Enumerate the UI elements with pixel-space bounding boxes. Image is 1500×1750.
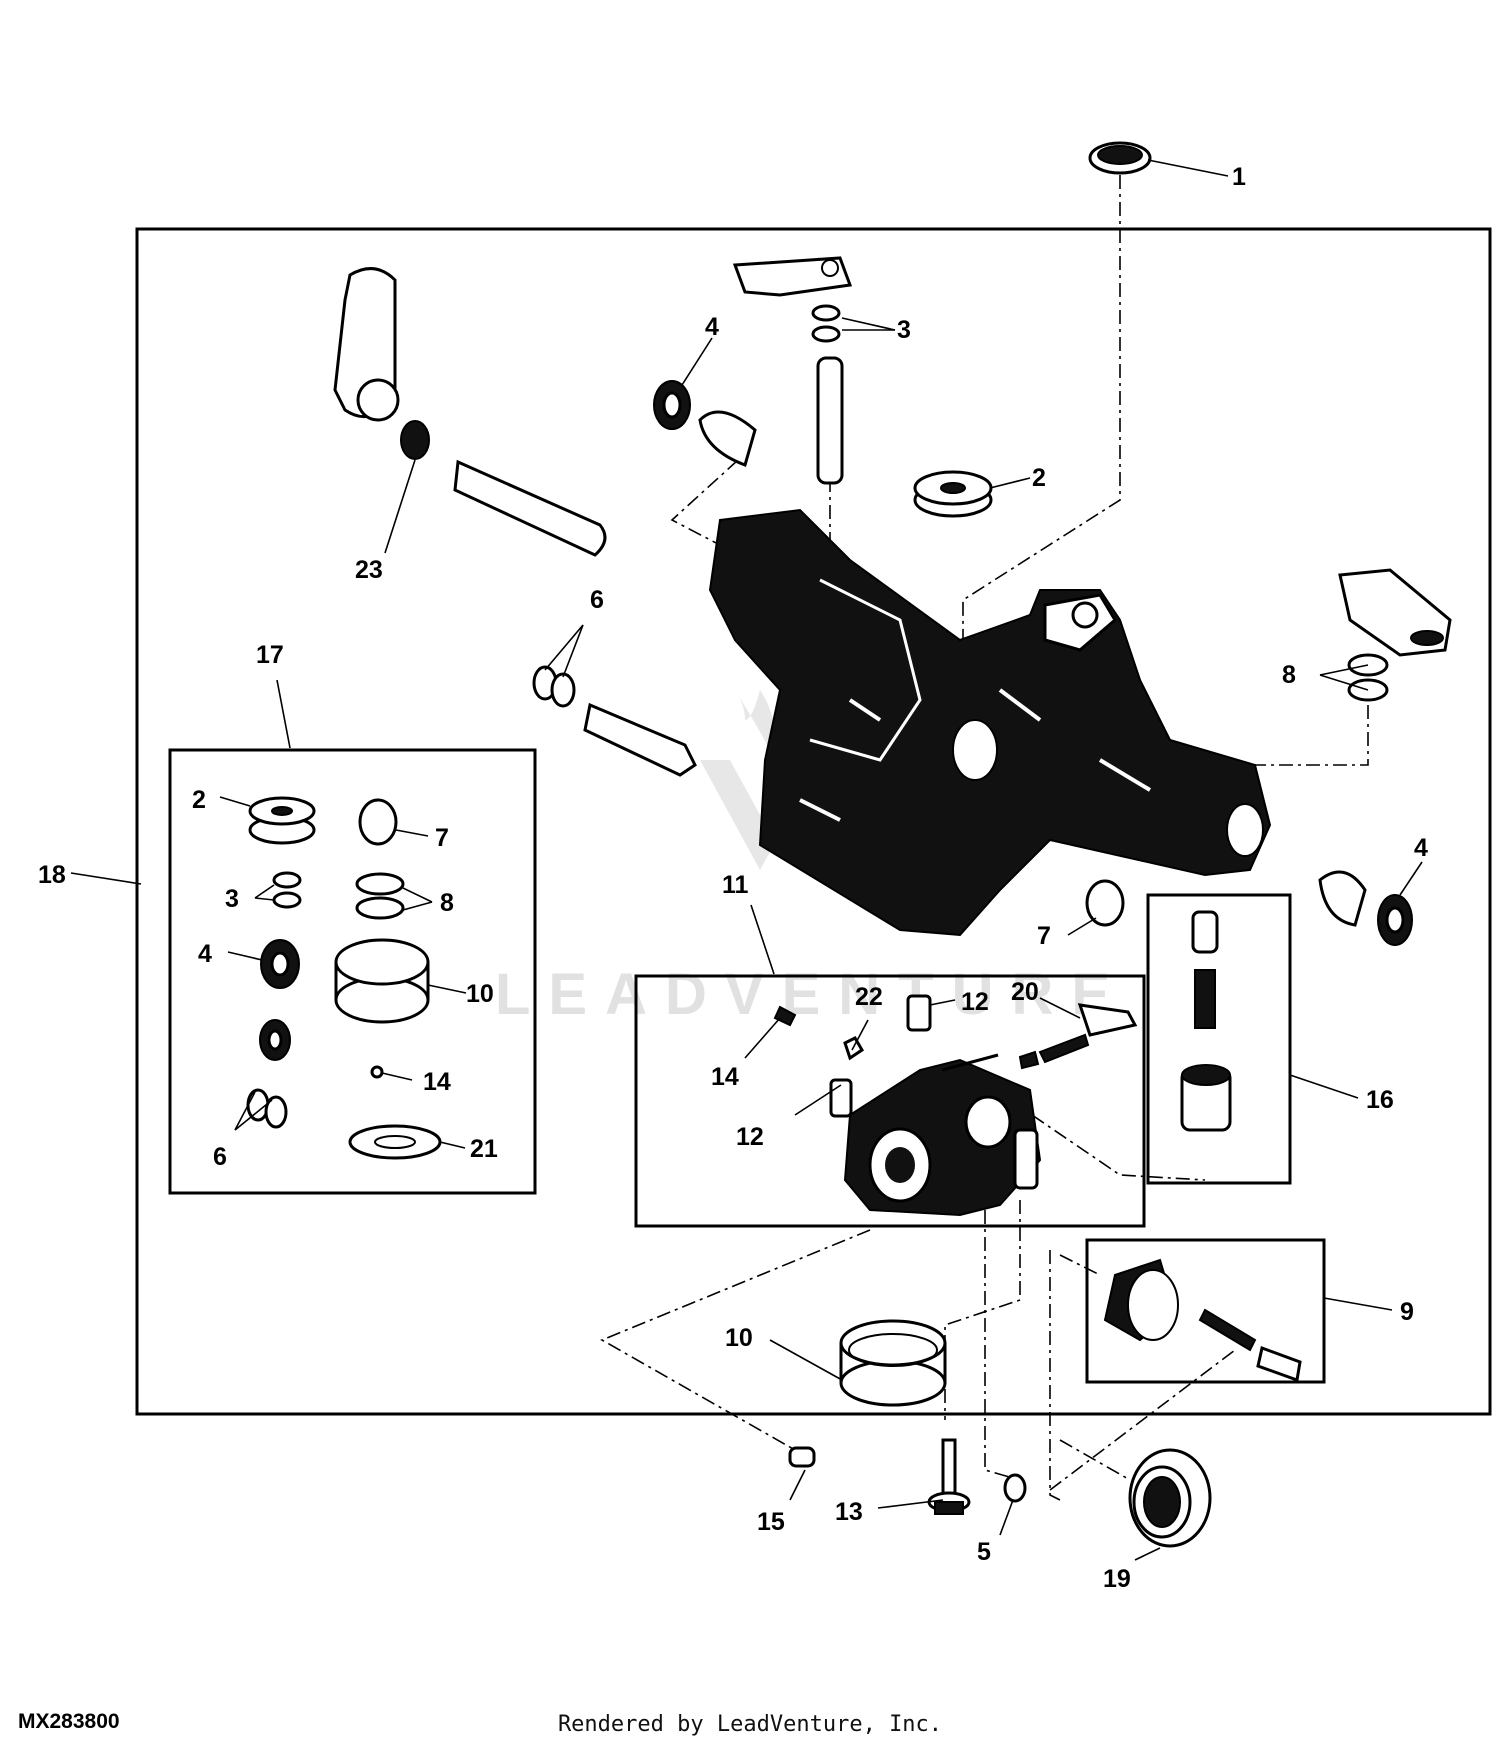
part-4-seal-right <box>1318 870 1413 946</box>
callout-10: 10 <box>725 1324 753 1352</box>
part-5-washer <box>1003 1473 1027 1503</box>
callout-7: 7 <box>1037 922 1051 950</box>
callout-19: 19 <box>1103 1565 1131 1593</box>
callout-3: 3 <box>897 316 911 344</box>
kit-callout-8: 8 <box>440 889 454 917</box>
leader-lines <box>70 159 1423 1561</box>
callout-20: 20 <box>1011 978 1039 1006</box>
part-23-lever <box>333 267 607 557</box>
part-2-washer <box>913 470 993 518</box>
callout-11: 11 <box>722 871 749 899</box>
kit-callout-2: 2 <box>192 786 206 814</box>
kit-callout-6: 6 <box>213 1143 227 1171</box>
callout-6: 6 <box>590 586 604 614</box>
callout-23: 23 <box>355 556 383 584</box>
callout-16: 16 <box>1366 1086 1394 1114</box>
kit-callout-10: 10 <box>466 980 494 1008</box>
kit-17-contents <box>246 796 442 1160</box>
part-11-charge-pump <box>773 994 1138 1217</box>
part-16-valve <box>1180 910 1232 1132</box>
right-lever <box>1338 568 1452 702</box>
callout-4-top: 4 <box>705 313 719 341</box>
vertical-shaft <box>816 356 844 485</box>
watermark-flame <box>735 690 776 760</box>
part-15-plug <box>788 1446 816 1468</box>
callout-13: 13 <box>835 1498 863 1526</box>
kit-box-9 <box>1085 1238 1326 1384</box>
callouts: 1 2 3 4 4 5 6 7 8 9 10 11 12 12 13 14 15… <box>38 163 1428 1593</box>
assembly-box-18 <box>135 227 1492 1416</box>
kit-box-11 <box>634 974 1146 1228</box>
callout-5: 5 <box>977 1538 991 1566</box>
part-1-cap <box>1088 141 1152 175</box>
part-9-valve <box>1103 1258 1302 1383</box>
callout-2: 2 <box>1032 464 1046 492</box>
kit-callout-14: 14 <box>423 1068 451 1096</box>
callout-8: 8 <box>1282 661 1296 689</box>
callout-4-right: 4 <box>1414 834 1428 862</box>
part-4-seal-top <box>653 380 757 467</box>
callout-12-lower: 12 <box>736 1123 764 1151</box>
kit-box-17 <box>168 748 537 1195</box>
callout-15: 15 <box>757 1508 785 1536</box>
kit-callout-3: 3 <box>225 885 239 913</box>
kit-callout-21: 21 <box>470 1135 498 1163</box>
part-6-orings <box>532 665 697 777</box>
part-13-bolt <box>927 1438 971 1515</box>
part-19-seal <box>1128 1448 1212 1548</box>
part-3-bracket <box>732 256 853 343</box>
callout-9: 9 <box>1400 1298 1414 1326</box>
render-credit: Rendered by LeadVenture, Inc. <box>557 1712 943 1737</box>
part-7-ring <box>1085 879 1125 927</box>
callout-22: 22 <box>855 983 883 1011</box>
kit-callout-7: 7 <box>435 824 449 852</box>
kit-callout-4: 4 <box>198 940 212 968</box>
part-10-bushing <box>839 1319 947 1407</box>
callout-1: 1 <box>1232 163 1246 191</box>
callout-12-upper: 12 <box>961 988 989 1016</box>
kit-box-16 <box>1146 893 1292 1185</box>
watermark-text: LEADVENTURE <box>495 962 1128 1027</box>
transaxle-housing <box>708 508 1272 937</box>
callout-18: 18 <box>38 861 66 889</box>
figure-id: MX283800 <box>18 1710 120 1733</box>
callout-17: 17 <box>256 641 284 669</box>
callout-14: 14 <box>711 1063 739 1091</box>
